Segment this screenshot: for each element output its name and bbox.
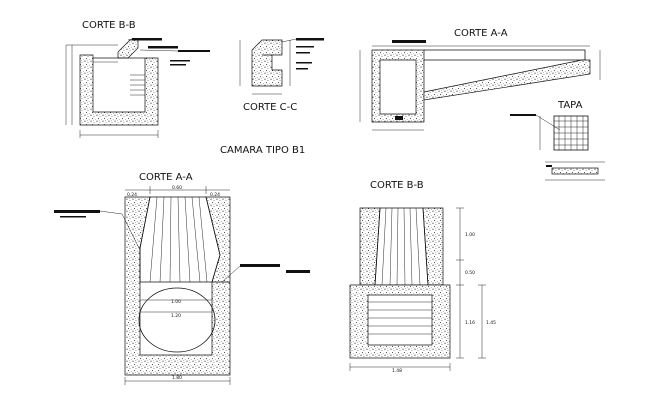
tapa-label: TAPA <box>557 100 583 111</box>
corte-bb-top-label: CORTE B-B <box>82 20 136 31</box>
corte-cc-label: CORTE C-C <box>243 102 297 113</box>
corte-aa-pipe <box>138 287 216 353</box>
aa-right-offset-dim: 0.24 <box>210 192 220 198</box>
aa-top-width-dim: 0.60 <box>172 185 182 191</box>
corte-cc-view: CORTE C-C <box>239 38 324 113</box>
aa-left-offset-dim: 0.24 <box>127 192 137 198</box>
corte-aa-bottom-label: CORTE A-A <box>139 172 193 183</box>
corte-aa-top-view: CORTE A-A <box>359 28 601 131</box>
bb-height-lower-dim: 1.16 <box>465 320 475 326</box>
corte-aa-top-chamber <box>371 49 425 123</box>
aa-pipe-upper-dim: 1.00 <box>171 299 181 305</box>
aa-pipe-lower-dim: 1.20 <box>171 313 181 319</box>
corte-aa-bottom-view: CORTE A-A 0.24 0.60 0.24 1.00 1.20 1.80 <box>54 172 310 385</box>
corte-bb-bottom-lower-walls <box>349 284 451 359</box>
corte-aa-top-ramp <box>423 59 591 101</box>
corte-bb-top-curb <box>117 39 139 59</box>
corte-bb-bottom-upper-walls <box>359 207 444 286</box>
corte-aa-bottom-walls <box>124 196 231 376</box>
bb-height-mid-dim: 0.50 <box>465 270 475 276</box>
corte-bb-bottom-view: CORTE B-B 1.00 0.50 1.16 1.45 1.48 <box>349 180 496 374</box>
tapa-section <box>551 167 599 175</box>
drawing-title: CAMARA TIPO B1 <box>220 145 305 156</box>
aa-total-width-dim: 1.80 <box>172 375 182 381</box>
corte-bb-top-view: CORTE B-B <box>65 20 210 138</box>
bb-height-total-dim: 1.45 <box>486 320 496 326</box>
bb-total-width-dim: 1.48 <box>392 368 402 374</box>
corte-cc-section <box>251 39 283 87</box>
corte-aa-top-label: CORTE A-A <box>454 28 508 39</box>
corte-bb-top-walls <box>79 54 159 126</box>
bb-height-upper-dim: 1.00 <box>465 232 475 238</box>
corte-bb-bottom-label: CORTE B-B <box>370 180 424 191</box>
tapa-view: TAPA <box>510 100 605 181</box>
